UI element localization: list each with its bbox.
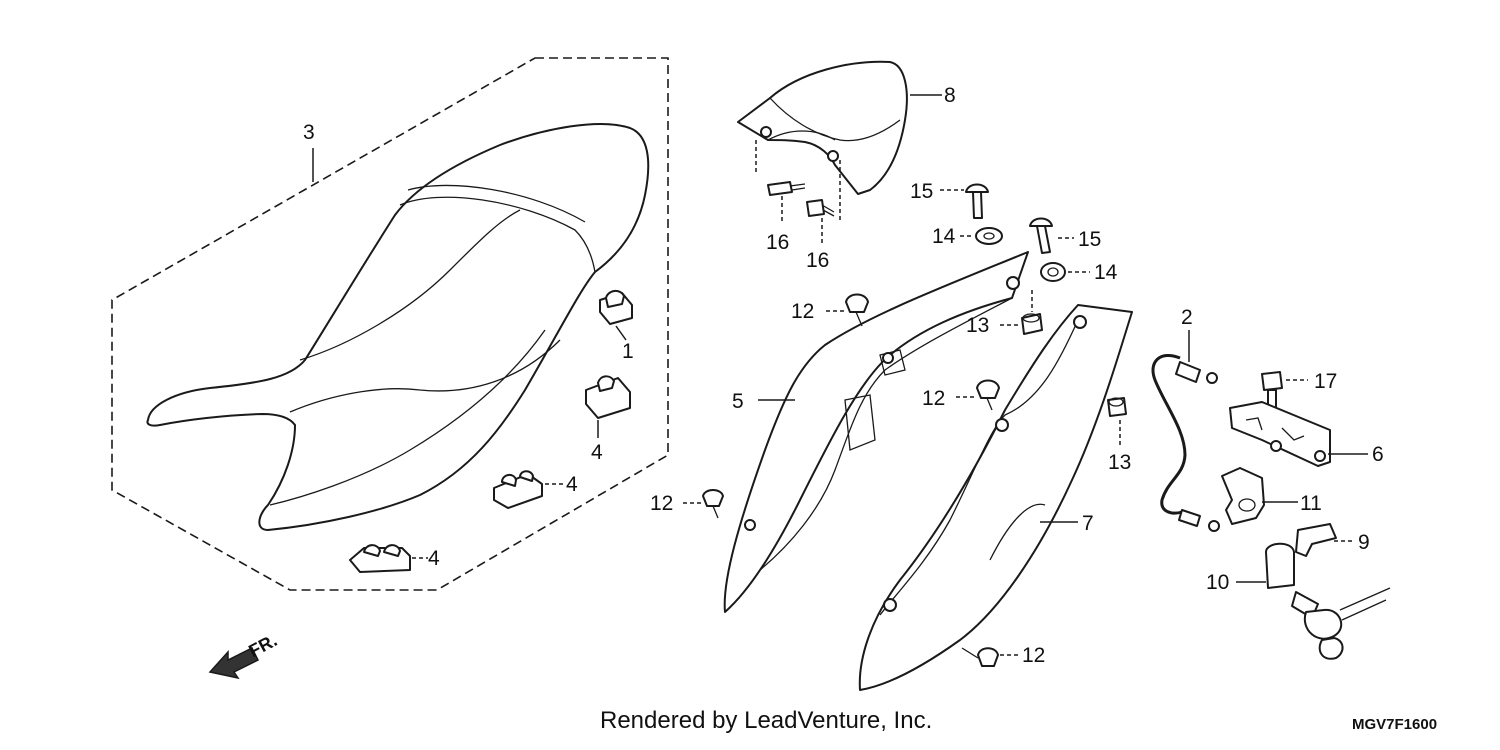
callout-12b: 12 [922, 387, 945, 410]
screw-part-16b[interactable] [806, 199, 835, 217]
callout-2: 2 [1181, 306, 1193, 329]
seat-assembly-box [111, 57, 669, 591]
callout-12d: 12 [1022, 644, 1045, 667]
screw-part-12b[interactable] [976, 379, 1000, 411]
callout-5: 5 [732, 390, 744, 413]
bumper-part-4a[interactable] [585, 375, 631, 419]
side-cover-left-part-5[interactable] [723, 251, 1029, 613]
bracket-part-11[interactable] [1221, 467, 1265, 525]
seat-part-3[interactable] [146, 123, 650, 531]
front-arrow-icon: FR. [208, 630, 280, 680]
grommet-part-13a[interactable] [1021, 313, 1043, 335]
screw-part-12d[interactable] [961, 647, 999, 667]
callout-14b: 14 [1094, 261, 1118, 284]
callout-16a: 16 [766, 231, 789, 254]
seat-lock-part-6[interactable] [1229, 401, 1331, 467]
screw-part-15b[interactable] [1029, 217, 1053, 254]
callout-labels: 3 1 4 4 4 8 16 16 15 14 15 14 13 13 12 1… [303, 84, 1384, 667]
seat-lock-cable-part-2[interactable] [1151, 354, 1220, 532]
callout-4a: 4 [591, 441, 603, 464]
callout-15a: 15 [910, 180, 933, 203]
callout-7: 7 [1082, 512, 1094, 535]
callout-14a: 14 [932, 225, 956, 248]
washer-part-14b[interactable] [1040, 262, 1066, 282]
callout-16b: 16 [806, 249, 829, 272]
callout-6: 6 [1372, 443, 1384, 466]
screw-part-12c[interactable] [702, 489, 724, 519]
bumper-part-4b[interactable] [493, 470, 543, 509]
leader-lines [312, 94, 1368, 656]
bumper-part-1[interactable] [599, 290, 633, 325]
screw-part-16a[interactable] [767, 181, 806, 196]
callout-12c: 12 [650, 492, 673, 515]
key-cylinder-part-10[interactable] [1265, 542, 1391, 660]
bumper-part-4c[interactable] [349, 544, 411, 573]
render-credit: Rendered by LeadVenture, Inc. [600, 707, 933, 734]
diagram-code: MGV7F1600 [1352, 716, 1438, 733]
washer-part-14a[interactable] [975, 227, 1003, 245]
callout-15b: 15 [1078, 228, 1101, 251]
callout-13a: 13 [966, 314, 989, 337]
seat-cowl-part-8[interactable] [737, 60, 908, 195]
grommet-part-13b[interactable] [1107, 397, 1127, 417]
callout-10: 10 [1206, 571, 1229, 594]
callout-4b: 4 [566, 473, 578, 496]
callout-17: 17 [1314, 370, 1337, 393]
callout-8: 8 [944, 84, 956, 107]
callout-13b: 13 [1108, 451, 1131, 474]
callout-9: 9 [1358, 531, 1370, 554]
callout-4c: 4 [428, 547, 440, 570]
callout-12a: 12 [791, 300, 814, 323]
callout-3: 3 [303, 121, 315, 144]
screw-part-12a[interactable] [845, 293, 869, 327]
side-cover-right-part-7[interactable] [858, 304, 1133, 691]
callout-1: 1 [622, 340, 634, 363]
callout-11: 11 [1300, 492, 1322, 515]
screw-part-15a[interactable] [965, 183, 989, 219]
clip-part-9[interactable] [1295, 523, 1337, 557]
